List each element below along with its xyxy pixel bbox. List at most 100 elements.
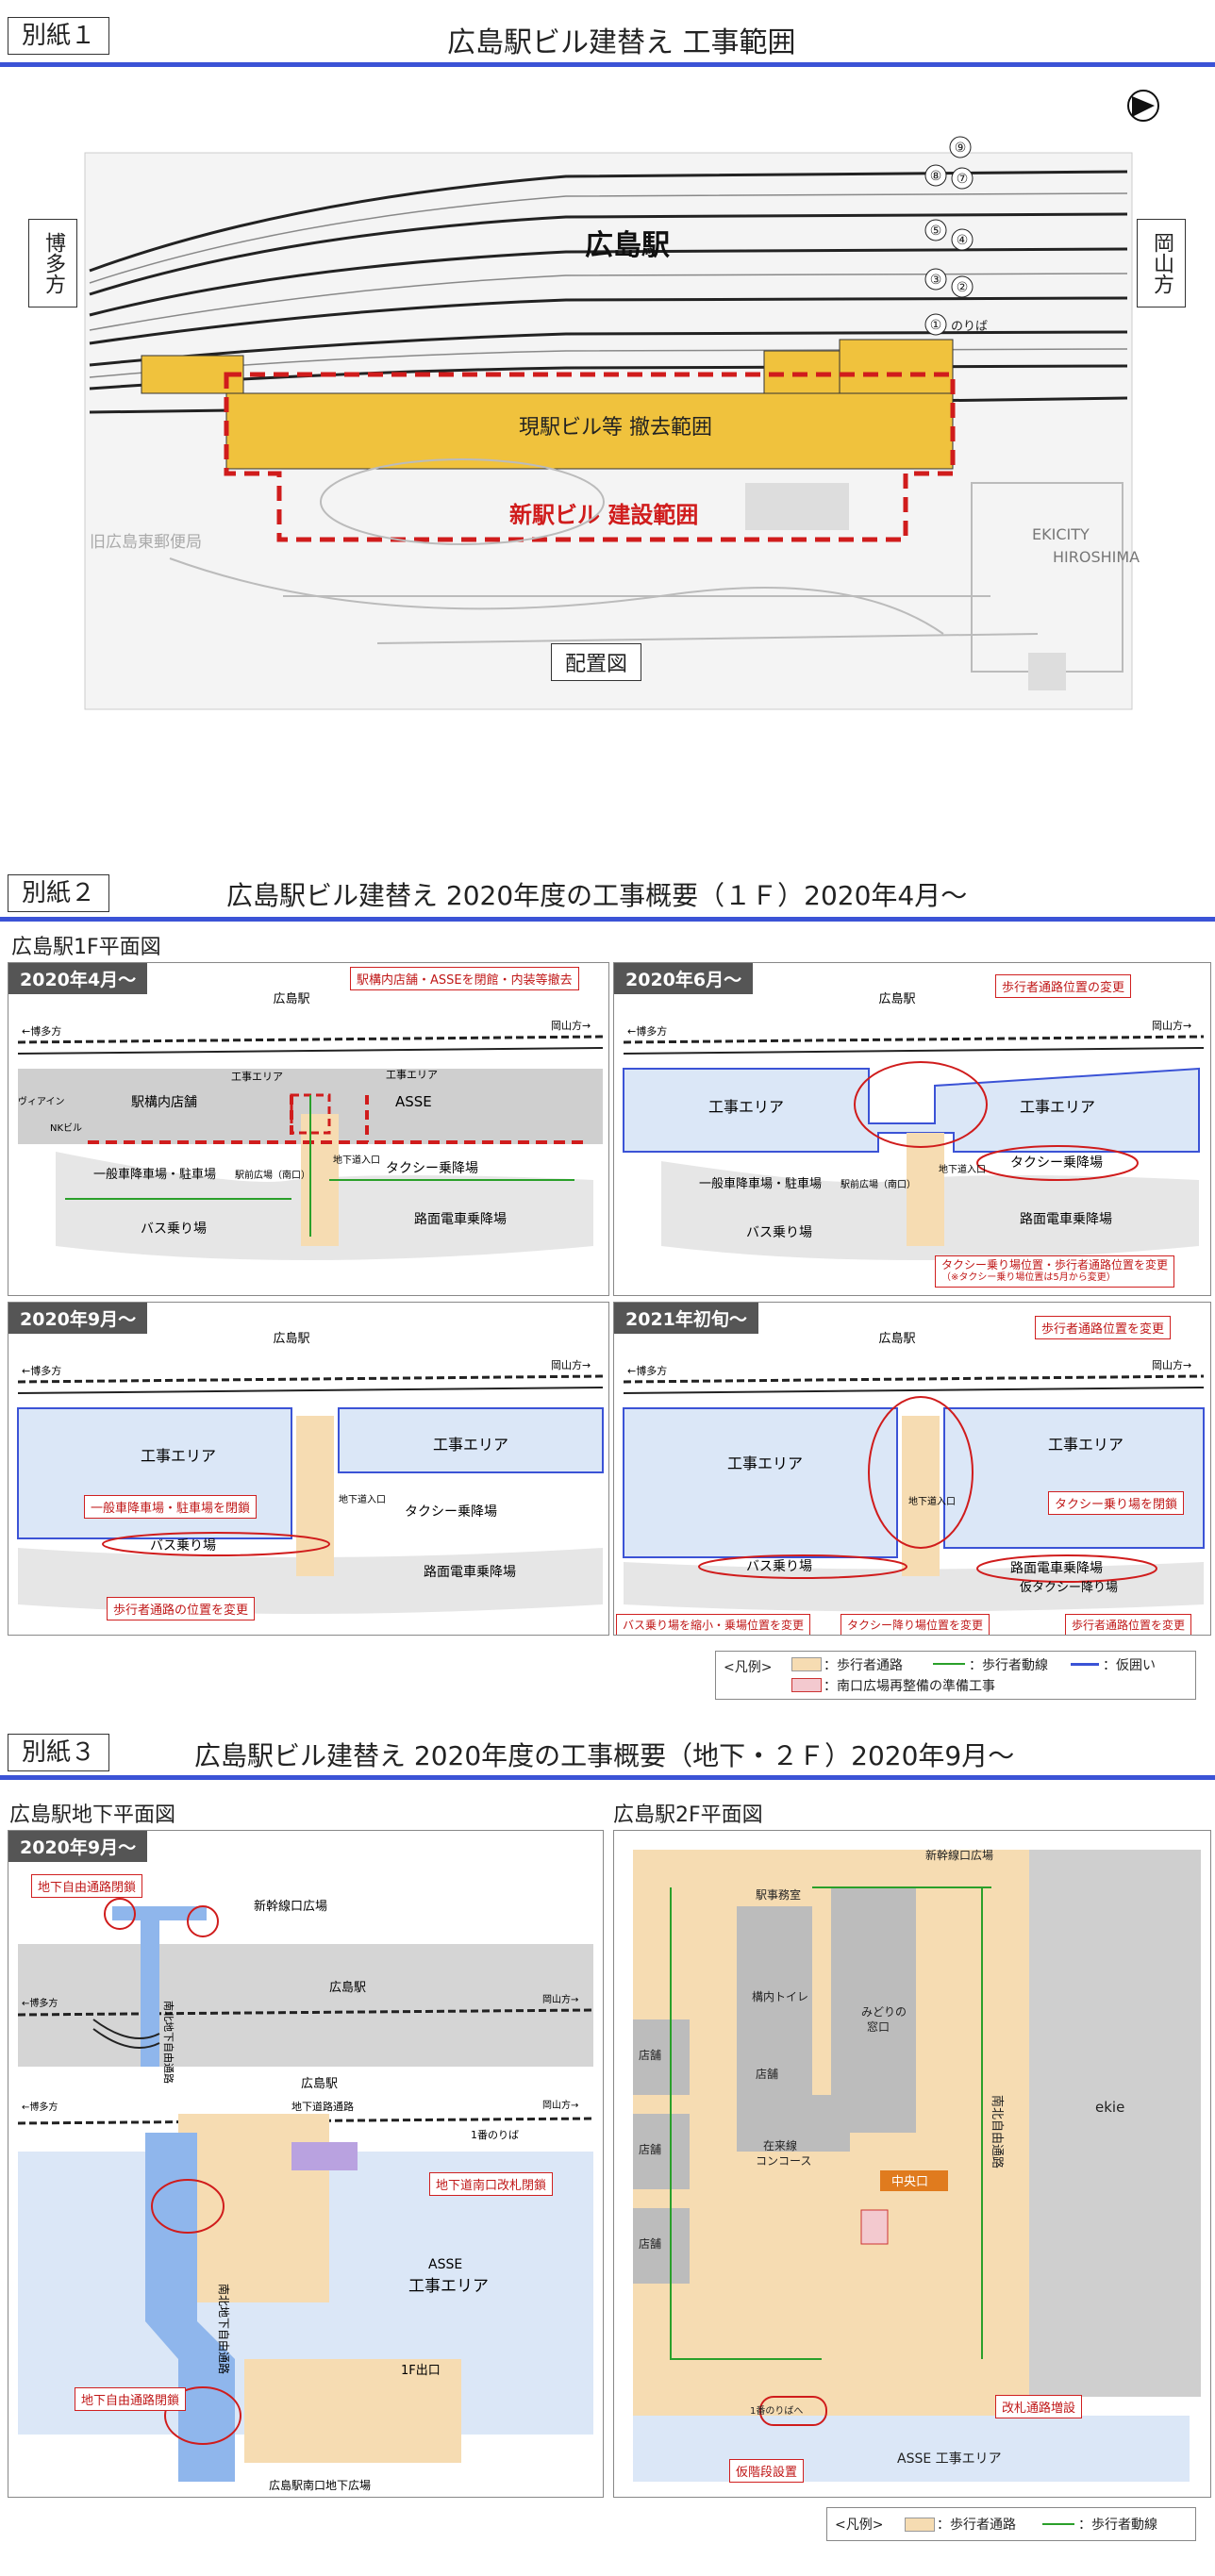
svg-text:バス乗り場: バス乗り場 — [746, 1559, 812, 1574]
platform-9: ⑨ — [955, 141, 967, 156]
underground-svg: 新幹線口広場 広島駅 広島駅 南北地下自由通路 ←博多方 岡山方→ ←博多方 岡… — [17, 1898, 594, 2492]
svg-text:広島駅: 広島駅 — [878, 1332, 915, 1346]
svg-text:窓口: 窓口 — [867, 2019, 890, 2034]
svg-text:タクシー乗降場: タクシー乗降場 — [1010, 1155, 1103, 1171]
section1-tag: 別紙１ — [8, 17, 110, 55]
legend-flow-line — [1042, 2523, 1074, 2525]
svg-text:新幹線口広場: 新幹線口広場 — [254, 1899, 327, 1914]
svg-text:路面電車乗降場: 路面電車乗降場 — [1010, 1560, 1103, 1576]
svg-text:バス乗り場: バス乗り場 — [746, 1225, 812, 1240]
svg-text:仮タクシー降り場: 仮タクシー降り場 — [1020, 1581, 1118, 1595]
plan-4-svg: 広島駅 ←博多方 岡山方→ 工事エリア 工事エリア 地下道入口 バス乗り場 路面… — [623, 1332, 1205, 1612]
svg-text:路面電車乗降場: 路面電車乗降場 — [424, 1564, 516, 1580]
svg-text:ASSE 工事エリア: ASSE 工事エリア — [897, 2451, 1002, 2467]
svg-text:←博多方: ←博多方 — [22, 2101, 58, 2113]
svg-text:タクシー乗降場: タクシー乗降場 — [386, 1161, 478, 1176]
svg-text:バス乗り場: バス乗り場 — [141, 1222, 207, 1237]
svg-text:←博多方: ←博多方 — [627, 1024, 667, 1038]
demolition-label: 現駅ビル等 撤去範囲 — [519, 416, 712, 440]
callout: 地下道南口改札閉鎖 — [429, 2172, 554, 2196]
svg-text:ASSE: ASSE — [428, 2257, 462, 2272]
section1-rule — [0, 62, 1215, 67]
callout: 駅構内店舗・ASSEを閉館・内装等撤去 — [350, 967, 579, 990]
callout: 歩行者通路位置を変更 — [1065, 1614, 1192, 1635]
svg-text:←博多方: ←博多方 — [22, 1364, 61, 1377]
svg-text:一般車降車場・駐車場: 一般車降車場・駐車場 — [699, 1176, 822, 1191]
section2-rule — [0, 917, 1215, 922]
callout: 歩行者通路位置の変更 — [995, 974, 1132, 998]
platform-3: ③ — [930, 273, 942, 288]
callout: 仮階段設置 — [729, 2459, 805, 2483]
svg-text:←博多方: ←博多方 — [22, 1024, 61, 1038]
legend-walkway-swatch — [905, 2518, 935, 2532]
panel-tag: 2020年9月～ — [8, 1303, 148, 1334]
svg-text:店舗: 店舗 — [639, 2237, 661, 2251]
platform-4: ④ — [957, 233, 969, 248]
svg-text:工事エリア: 工事エリア — [408, 2277, 489, 2296]
svg-text:岡山方→: 岡山方→ — [1152, 1019, 1191, 1032]
svg-text:地下道入口: 地下道入口 — [908, 1495, 956, 1507]
callout: 歩行者通路の位置を変更 — [107, 1597, 256, 1620]
svg-text:路面電車乗降場: 路面電車乗降場 — [1020, 1211, 1112, 1227]
station-name: 広島駅 — [585, 229, 670, 262]
svg-text:広島駅南口地下広場: 広島駅南口地下広場 — [269, 2478, 371, 2492]
post-office-label: 旧広島東郵便局 — [90, 533, 202, 552]
svg-text:一般車降車場・駐車場: 一般車降車場・駐車場 — [93, 1167, 216, 1182]
svg-text:路面電車乗降場: 路面電車乗降場 — [414, 1211, 507, 1227]
svg-text:広島駅: 広島駅 — [301, 2077, 338, 2091]
svg-text:新幹線口広場: 新幹線口広場 — [925, 1848, 993, 1862]
svg-text:みどりの: みどりの — [861, 2005, 907, 2019]
callout: タクシー乗り場位置・歩行者通路位置を変更 （※タクシー乗り場位置は5月から変更） — [935, 1255, 1175, 1288]
section2-subtitle: 広島駅1F平面図 — [11, 936, 161, 959]
svg-text:広島駅: 広島駅 — [329, 1981, 366, 1995]
section3-tag: 別紙３ — [8, 1734, 110, 1771]
svg-text:岡山方→: 岡山方→ — [551, 1019, 591, 1032]
svg-text:岡山方→: 岡山方→ — [1152, 1358, 1191, 1371]
svg-text:駅事務室: 駅事務室 — [756, 1887, 801, 1902]
callout: 歩行者通路位置を変更 — [1035, 1316, 1172, 1339]
section2-title: 広島駅ビル建替え 2020年度の工事概要（１Ｆ）2020年4月～ — [226, 880, 968, 911]
svg-text:駅構内店舗: 駅構内店舗 — [131, 1095, 197, 1110]
svg-text:1F出口: 1F出口 — [401, 2364, 441, 2378]
underground-panel: 2020年9月～ 新幹線口広場 広島駅 広島駅 南北地下自由通路 ←博多方 岡山… — [8, 1830, 604, 2498]
panel-tag: 2020年9月～ — [8, 1831, 148, 1862]
svg-text:駅前広場（南口）: 駅前広場（南口） — [235, 1169, 310, 1181]
section3-title: 広島駅ビル建替え 2020年度の工事概要（地下・２Ｆ）2020年9月～ — [194, 1740, 1015, 1771]
callout: タクシー乗り場を閉鎖 — [1048, 1491, 1185, 1515]
callout: タクシー降り場位置を変更 — [841, 1614, 990, 1635]
svg-text:工事エリア: 工事エリア — [1048, 1436, 1123, 1454]
callout: バス乗り場を縮小・乗場位置を変更 — [616, 1614, 811, 1635]
svg-text:工事エリア: 工事エリア — [141, 1447, 216, 1465]
ekicity-line1: EKICITY — [1032, 525, 1090, 543]
plan-3-svg: 広島駅 ←博多方 岡山方→ 工事エリア 工事エリア 地下道入口 タクシー乗降場 … — [17, 1332, 604, 1614]
svg-text:広島駅: 広島駅 — [273, 992, 309, 1006]
plan-panel-4: 2021年初旬～ 広島駅 ←博多方 岡山方→ 工事エリア 工事エリア 地下道入口… — [613, 1302, 1211, 1636]
svg-text:地下道路通路: 地下道路通路 — [291, 2100, 354, 2113]
plan-panel-2: 2020年6月～ 広島駅 ←博多方 岡山方→ 工事エリア 工事エリア 一般車降車… — [613, 962, 1211, 1296]
plan-panel-1: 2020年4月～ 広島駅 ←博多方 岡山方→ 駅構内店舗 ASSE 工事エリア … — [8, 962, 609, 1296]
legend-fence-line — [1071, 1663, 1099, 1666]
platform-label: のりば — [951, 320, 988, 334]
svg-text:工事エリア: 工事エリア — [231, 1071, 283, 1083]
map-caption: 配置図 — [551, 643, 642, 681]
svg-text:工事エリア: 工事エリア — [433, 1436, 508, 1454]
right-direction-box: 岡山方 — [1137, 219, 1186, 307]
platform-1: ① — [930, 318, 942, 333]
svg-text:←博多方: ←博多方 — [627, 1364, 667, 1377]
callout: 地下自由通路閉鎖 — [31, 1874, 143, 1898]
svg-text:ヴィアイン: ヴィアイン — [18, 1095, 65, 1107]
plan-1-svg: 広島駅 ←博多方 岡山方→ 駅構内店舗 ASSE 工事エリア 工事エリア 一般車… — [17, 992, 604, 1260]
platform-8: ⑧ — [930, 169, 942, 184]
svg-text:NKビル: NKビル — [50, 1122, 82, 1134]
svg-text:バス乗り場: バス乗り場 — [150, 1538, 216, 1554]
svg-text:在来線: 在来線 — [763, 2138, 797, 2152]
section3-sub-left: 広島駅地下平面図 — [9, 1803, 176, 1827]
svg-text:←博多方: ←博多方 — [22, 1997, 58, 2009]
legend-flow-line — [933, 1663, 965, 1665]
plan-panel-3: 2020年9月～ 広島駅 ←博多方 岡山方→ 工事エリア 工事エリア 地下道入口… — [8, 1302, 609, 1636]
svg-text:店舗: 店舗 — [756, 2068, 778, 2081]
svg-text:店舗: 店舗 — [639, 2143, 661, 2156]
platform-2: ② — [957, 280, 969, 295]
svg-text:南北地下自由通路: 南北地下自由通路 — [217, 2284, 231, 2374]
svg-text:工事エリア: 工事エリア — [386, 1069, 438, 1081]
